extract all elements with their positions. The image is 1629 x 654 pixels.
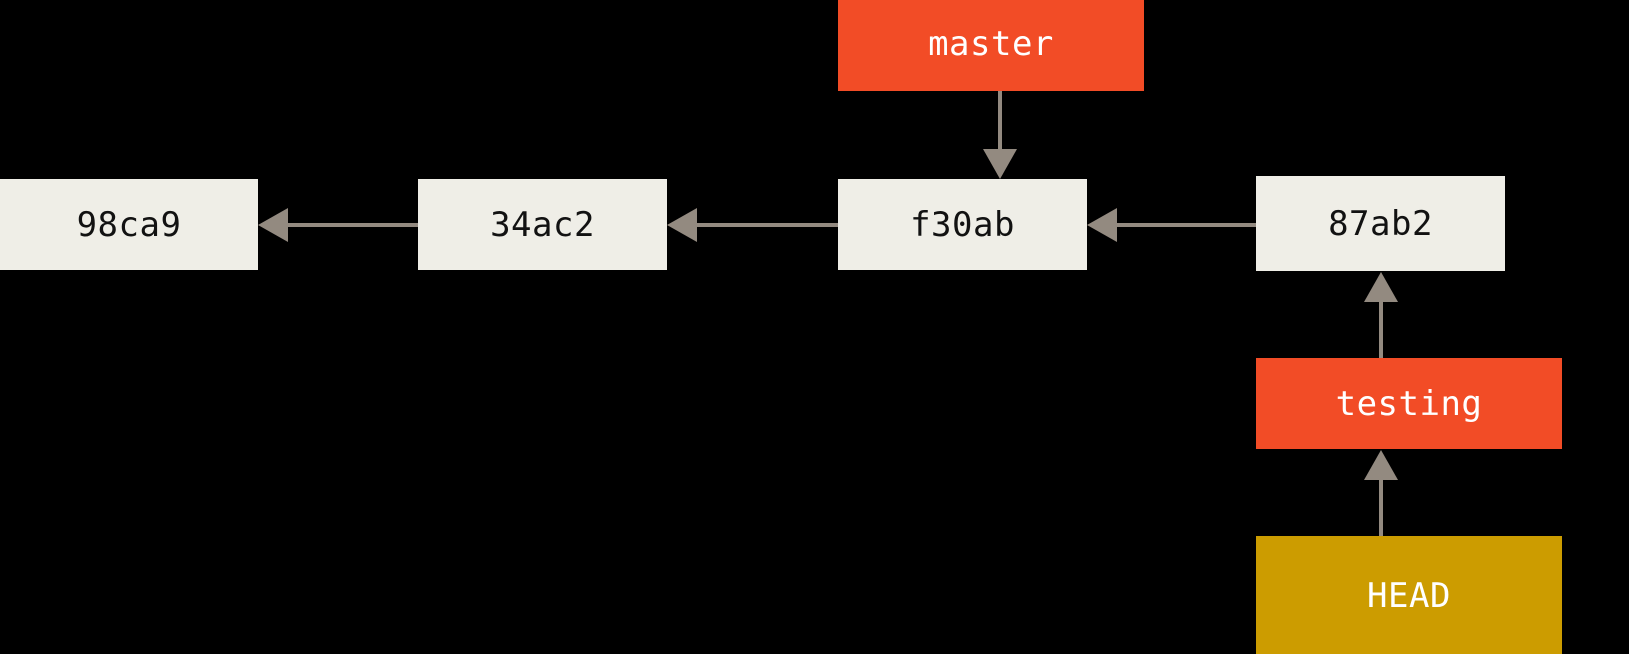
edge-arrowhead	[983, 149, 1017, 179]
edge-arrowhead	[258, 208, 288, 242]
branch-node-master[interactable]: master	[838, 0, 1144, 91]
edge-arrowhead	[1364, 272, 1398, 302]
edge-arrowhead	[1087, 208, 1117, 242]
branch-label: master	[928, 23, 1054, 64]
commit-node-98ca9[interactable]: 98ca9	[0, 179, 258, 270]
branch-label: testing	[1335, 383, 1483, 424]
edge-arrowhead	[1364, 450, 1398, 480]
head-label: HEAD	[1367, 576, 1451, 616]
edge-34ac2-to-98ca9	[258, 208, 418, 242]
edge-head-to-testing	[1364, 450, 1398, 536]
head-pointer-node[interactable]: HEAD	[1256, 536, 1562, 654]
commit-label: 98ca9	[76, 204, 182, 245]
commit-node-f30ab[interactable]: f30ab	[838, 179, 1087, 270]
edge-group	[258, 91, 1398, 536]
branch-node-testing[interactable]: testing	[1256, 358, 1562, 449]
commit-label: 34ac2	[490, 204, 595, 245]
edge-testing-to-87ab2	[1364, 272, 1398, 358]
commit-label: f30ab	[910, 204, 1015, 245]
edge-master-to-f30ab	[983, 91, 1017, 179]
edge-f30ab-to-34ac2	[667, 208, 838, 242]
edge-87ab2-to-f30ab	[1087, 208, 1256, 242]
edge-arrowhead	[667, 208, 697, 242]
commit-node-87ab2[interactable]: 87ab2	[1256, 176, 1505, 271]
commit-node-34ac2[interactable]: 34ac2	[418, 179, 667, 270]
commit-label: 87ab2	[1328, 203, 1433, 244]
